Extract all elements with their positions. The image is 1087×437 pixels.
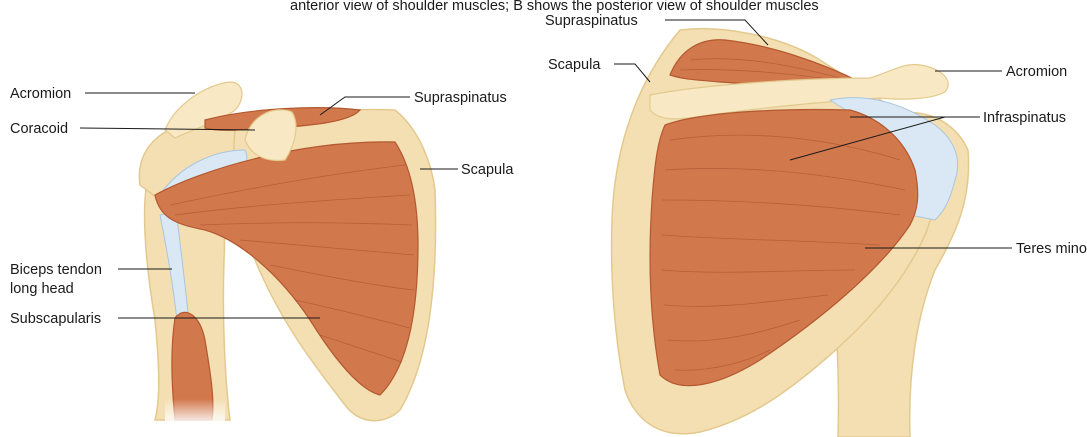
label-posterior-scapula: Scapula bbox=[548, 57, 601, 73]
label-infraspinatus: Infraspinatus bbox=[983, 110, 1066, 126]
page-heading-partial: anterior view of shoulder muscles; B sho… bbox=[290, 0, 819, 14]
label-posterior-acromion: Acromion bbox=[1006, 64, 1067, 80]
label-coracoid: Coracoid bbox=[10, 121, 68, 137]
label-biceps-long-head: long head bbox=[10, 281, 74, 297]
label-biceps-tendon: Biceps tendon bbox=[10, 262, 102, 278]
anterior-view: Acromion Coracoid Supraspinatus Scapula … bbox=[10, 82, 514, 425]
label-teres-minor: Teres minor bbox=[1016, 241, 1087, 257]
posterior-view: Supraspinatus Scapula Acromion Infraspin… bbox=[545, 13, 1087, 437]
label-posterior-supraspinatus: Supraspinatus bbox=[545, 13, 638, 29]
leader-posterior-scapula bbox=[614, 64, 650, 82]
biceps-fade bbox=[165, 360, 225, 425]
label-subscapularis: Subscapularis bbox=[10, 311, 101, 327]
label-anterior-acromion: Acromion bbox=[10, 86, 71, 102]
label-anterior-scapula: Scapula bbox=[461, 162, 514, 178]
label-anterior-supraspinatus: Supraspinatus bbox=[414, 90, 507, 106]
